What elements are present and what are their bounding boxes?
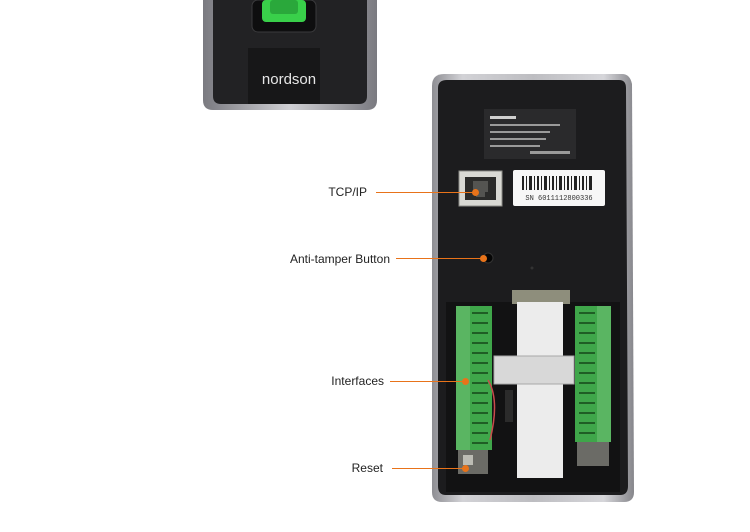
model-label — [484, 109, 576, 159]
leader-line-reset — [392, 468, 466, 469]
serial-number: SN 6011112800336 — [525, 195, 592, 203]
marker-dot-reset — [462, 465, 469, 472]
left-terminal-block — [456, 306, 496, 474]
leader-line-tcp-ip — [376, 192, 475, 193]
marker-dot-interfaces — [462, 378, 469, 385]
callout-tcp-ip: TCP/IP — [328, 185, 367, 199]
fingerprint-sensor — [251, 0, 317, 33]
device-front-view: nordson — [203, 0, 377, 110]
leader-line-anti-tamper — [396, 258, 484, 259]
serial-sticker: SN 6011112800336 — [513, 170, 605, 206]
brand-logo: nordson — [262, 71, 316, 88]
ribbon-cable — [493, 290, 575, 478]
right-terminal-block — [575, 306, 611, 466]
callout-anti-tamper-button: Anti-tamper Button — [289, 252, 390, 266]
callout-interfaces: Interfaces — [331, 374, 384, 388]
rj45-port — [458, 170, 503, 207]
marker-dot-tcp-ip — [472, 189, 479, 196]
marker-dot-anti-tamper — [480, 255, 487, 262]
callout-reset: Reset — [351, 461, 383, 475]
device-back-view: SN 6011112800336 — [432, 74, 634, 502]
leader-line-interfaces — [390, 381, 465, 382]
